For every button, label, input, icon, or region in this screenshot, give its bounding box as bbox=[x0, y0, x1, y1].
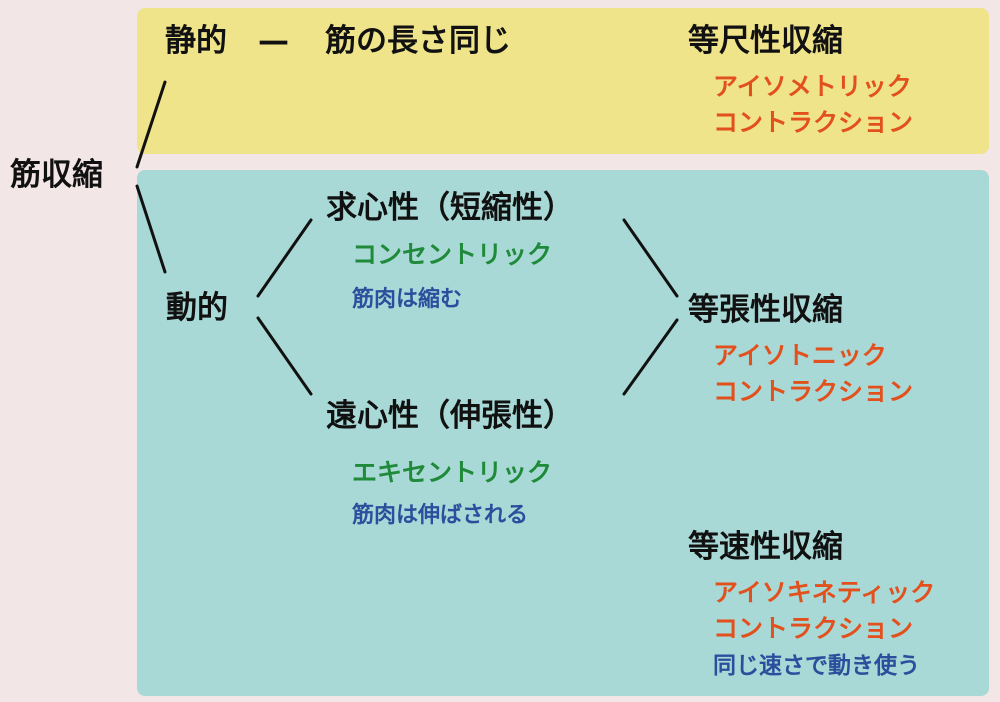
eccentric-english: エキセントリック bbox=[352, 458, 553, 487]
isokinetic-english-line2: コントラクション bbox=[713, 614, 914, 643]
eccentric-note: 筋肉は伸ばされる bbox=[352, 503, 529, 528]
eccentric-to-isotonic-line bbox=[622, 318, 679, 396]
root-label: 筋収縮 bbox=[10, 157, 103, 193]
root-to-dynamic-line bbox=[135, 184, 167, 274]
isometric-type: 等尺性収縮 bbox=[688, 23, 843, 59]
dynamic-panel bbox=[137, 170, 989, 696]
isometric-english-line2: コントラクション bbox=[713, 108, 914, 137]
static-note: 筋の長さ同じ bbox=[325, 23, 511, 59]
static-label: 静的 bbox=[165, 23, 227, 59]
static-dash: — bbox=[258, 23, 289, 59]
eccentric-label: 遠心性（伸張性） bbox=[326, 398, 574, 434]
root-to-static-line bbox=[135, 80, 167, 169]
concentric-label: 求心性（短縮性） bbox=[326, 190, 574, 226]
concentric-to-isotonic-line bbox=[622, 218, 679, 298]
isotonic-type: 等張性収縮 bbox=[688, 292, 843, 328]
isotonic-english-line1: アイソトニック bbox=[713, 341, 887, 370]
concentric-english: コンセントリック bbox=[352, 240, 553, 269]
isokinetic-note: 同じ速さで動き使う bbox=[713, 653, 920, 679]
isotonic-english-line2: コントラクション bbox=[713, 377, 914, 406]
dynamic-to-eccentric-line bbox=[256, 316, 313, 396]
isokinetic-english-line1: アイソキネティック bbox=[713, 578, 936, 607]
dynamic-label: 動的 bbox=[166, 290, 228, 326]
isometric-english-line1: アイソメトリック bbox=[713, 72, 912, 101]
static-panel bbox=[137, 8, 989, 154]
concentric-note: 筋肉は縮む bbox=[352, 287, 463, 312]
dynamic-to-concentric-line bbox=[256, 218, 313, 298]
isokinetic-type: 等速性収縮 bbox=[688, 529, 843, 565]
